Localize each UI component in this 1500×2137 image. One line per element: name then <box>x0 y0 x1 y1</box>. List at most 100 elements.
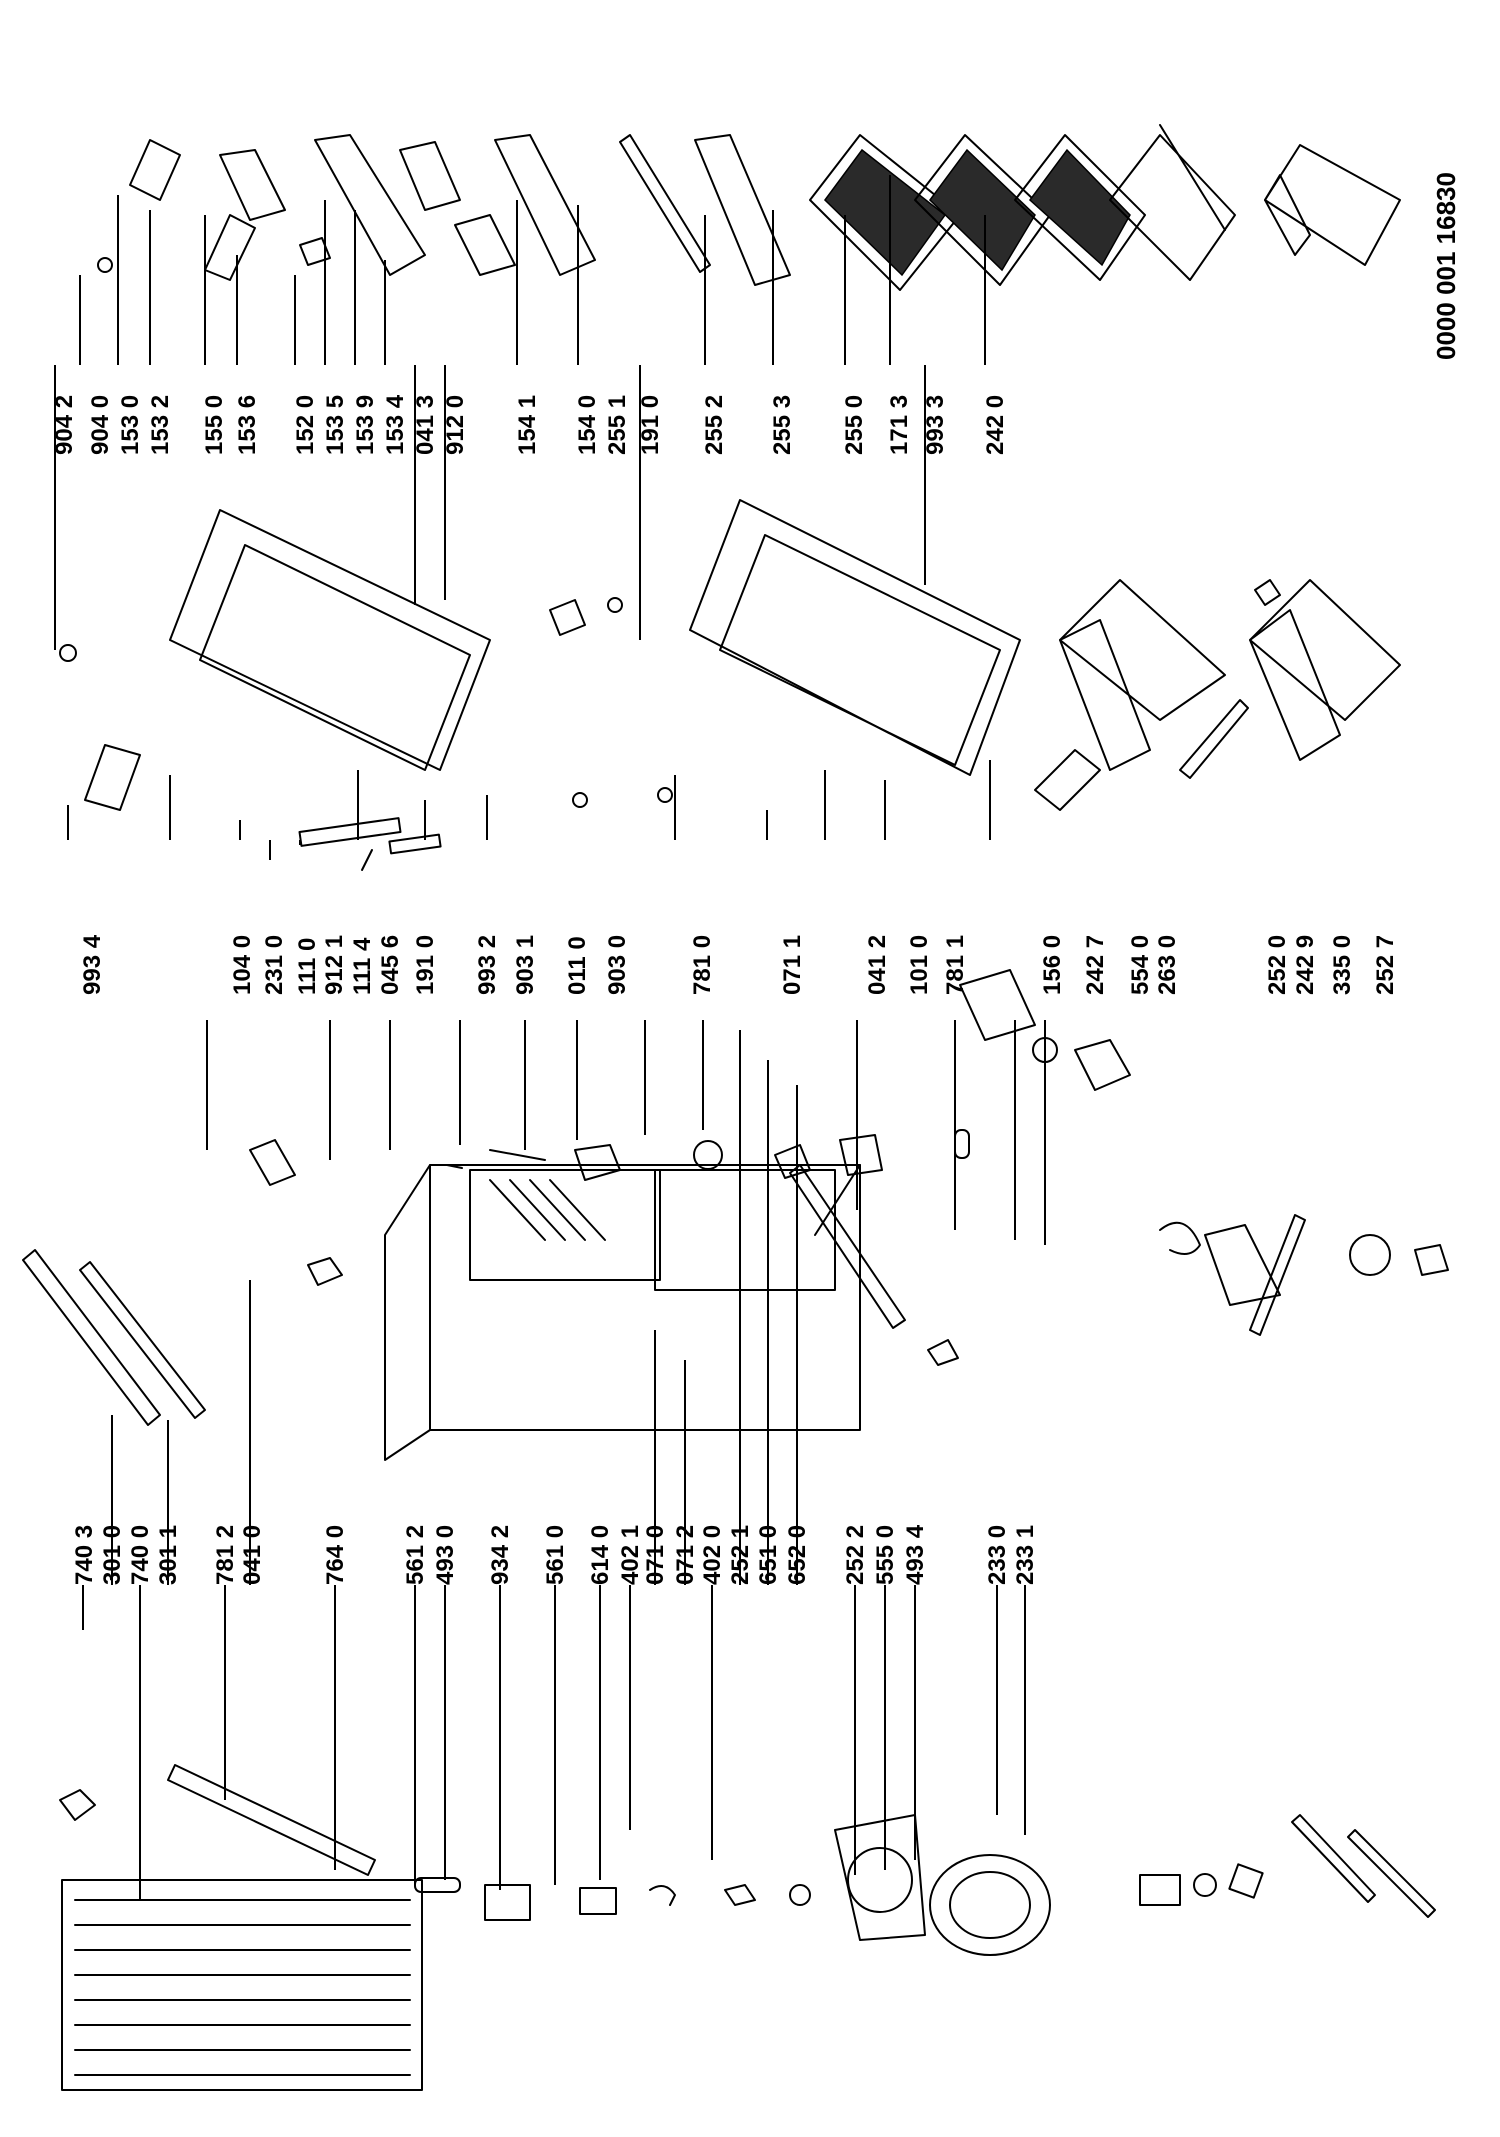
freezer-door <box>169 509 491 771</box>
door-shelf-upper <box>314 134 426 276</box>
small-clip <box>1254 579 1281 606</box>
document-number: 0000 001 16830 <box>1431 172 1461 360</box>
part-label: 242 0 <box>982 395 1009 455</box>
part-label: 152 0 <box>292 395 319 455</box>
part-label: 153 4 <box>382 394 409 455</box>
relay-bracket <box>1249 1214 1306 1336</box>
foot-screw <box>693 1140 723 1170</box>
part-label: 993 3 <box>922 395 949 455</box>
adjust-foot <box>954 1129 970 1159</box>
back-rail <box>167 1764 376 1876</box>
part-label: 781 0 <box>689 935 716 995</box>
clip-part <box>59 1789 96 1821</box>
part-label: 101 0 <box>906 935 933 995</box>
foot-rail-front <box>1291 1814 1376 1903</box>
part-label: 252 1 <box>727 1525 754 1585</box>
condenser-grid <box>61 1879 423 2091</box>
part-label: 071 0 <box>642 1525 669 1585</box>
compressor-fan-assembly <box>834 1814 926 1941</box>
part-label: 233 0 <box>984 1525 1011 1585</box>
handle-cap <box>388 833 442 855</box>
part-label: 493 0 <box>432 1525 459 1585</box>
pin-part <box>446 1164 463 1169</box>
part-label: 993 2 <box>474 935 501 995</box>
part-label: 903 1 <box>512 935 539 995</box>
egg-holder <box>219 149 286 221</box>
part-label: 904 2 <box>51 395 78 455</box>
part-label: 041 0 <box>239 1525 266 1585</box>
part-label: 191 0 <box>412 935 439 995</box>
crisper-drawer-bottom <box>1249 579 1401 761</box>
hinge-part <box>307 1257 343 1286</box>
glass-panel <box>1109 134 1236 281</box>
crisper-drawer-top <box>1059 579 1226 771</box>
part-label: 255 0 <box>841 395 868 455</box>
part-label: 153 2 <box>147 395 174 455</box>
screw-cap-a <box>59 644 77 662</box>
small-box <box>579 1887 617 1915</box>
part-label: 493 4 <box>902 1524 929 1585</box>
part-label: 171 3 <box>886 395 913 455</box>
part-label: 252 2 <box>842 1525 869 1585</box>
door-handle-strip <box>298 817 402 847</box>
part-label: 934 2 <box>487 1525 514 1585</box>
door-pin-b <box>657 787 673 803</box>
top-trim-rail <box>22 1249 161 1426</box>
freezer-drawer <box>1264 144 1401 266</box>
door-rail <box>619 134 711 273</box>
part-label: 651 0 <box>755 1525 782 1585</box>
part-label: 335 0 <box>1329 935 1356 995</box>
part-label: 301 0 <box>99 1525 126 1585</box>
part-label: 993 4 <box>79 934 106 995</box>
bottle-rack <box>454 214 516 276</box>
part-label: 041 3 <box>412 395 439 455</box>
lower-hinge <box>839 1134 883 1176</box>
butter-lid <box>204 214 256 281</box>
drawer-rail <box>1179 699 1249 779</box>
door-shelf-lower <box>694 134 791 286</box>
part-label: 255 1 <box>604 395 631 455</box>
starter-relay <box>1204 1224 1281 1306</box>
part-label: 045 6 <box>377 935 404 995</box>
foot-rail-rear <box>1347 1829 1436 1918</box>
small-knob <box>789 1884 811 1906</box>
glass-shelf-c <box>1014 134 1146 281</box>
drain-cup <box>1349 1234 1391 1276</box>
part-label: 561 0 <box>542 1525 569 1585</box>
small-cover <box>1414 1244 1449 1276</box>
part-label: 242 7 <box>1082 935 1109 995</box>
screw-cap-b <box>97 257 113 273</box>
part-label: 154 0 <box>574 395 601 455</box>
part-label: 740 3 <box>71 1525 98 1585</box>
base-trim-clip <box>927 1339 959 1366</box>
part-label: 614 0 <box>587 1525 614 1585</box>
shelf-clip <box>549 599 586 636</box>
small-grommet <box>1193 1873 1217 1897</box>
part-label: 903 0 <box>604 935 631 995</box>
part-label: 111 4 <box>349 937 376 995</box>
shelf-screw <box>607 597 623 613</box>
part-label: 554 0 <box>1127 935 1154 995</box>
part-label: 255 3 <box>769 395 796 455</box>
part-label: 071 1 <box>779 935 806 995</box>
small-connector <box>724 1884 756 1906</box>
part-label: 263 0 <box>1154 935 1181 995</box>
leader-lines <box>54 175 1046 1900</box>
part-label: 104 0 <box>229 935 256 995</box>
part-label: 912 1 <box>321 935 348 995</box>
door-stop <box>299 237 331 266</box>
part-label: 555 0 <box>872 1525 899 1585</box>
part-label: 153 0 <box>117 395 144 455</box>
part-label: 301 1 <box>155 1525 182 1585</box>
part-label: 912 0 <box>442 395 469 455</box>
part-label: 071 2 <box>672 1525 699 1585</box>
part-label: 041 2 <box>864 935 891 995</box>
part-label: 781 1 <box>942 935 969 995</box>
top-trim-rail-lower <box>79 1261 206 1419</box>
door-shelf-mid <box>494 134 596 276</box>
part-label: 402 0 <box>699 1525 726 1585</box>
part-label: 764 0 <box>322 1525 349 1585</box>
wire-part <box>649 1885 676 1906</box>
part-label: 153 9 <box>352 395 379 455</box>
